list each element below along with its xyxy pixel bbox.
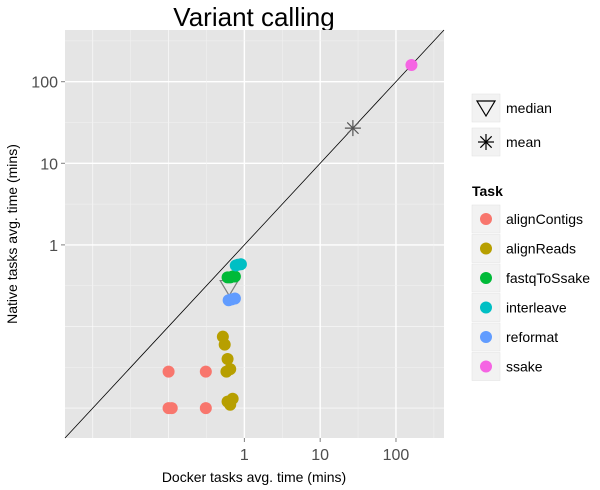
data-point-alignReads (220, 365, 233, 378)
data-point-fastqToSsake (228, 270, 241, 283)
legend-swatch-alignReads (480, 242, 492, 255)
legend-label-interleave: interleave (506, 300, 567, 316)
legend-label-alignContigs: alignContigs (506, 211, 583, 227)
legend-swatch-ssake (480, 360, 492, 373)
x-tick-label: 100 (383, 447, 410, 464)
legend-title: Task (472, 183, 503, 199)
legend-tasks: alignContigs alignReads fastqToSsake interl… (471, 204, 590, 381)
x-axis-title: Docker tasks avg. time (mins) (162, 469, 346, 485)
data-point-alignReads (226, 392, 239, 405)
data-points (162, 59, 418, 415)
legend-swatch-fastqToSsake (480, 272, 492, 284)
legend-label-alignReads: alignReads (506, 241, 576, 257)
legend-label-median: median (506, 100, 552, 116)
mean-marker (344, 120, 361, 137)
legend-summary: median mean (471, 93, 552, 157)
grid (65, 30, 444, 438)
y-tick-label: 10 (40, 156, 58, 173)
data-point-alignReads (218, 338, 231, 351)
y-tick-label: 100 (31, 75, 58, 92)
reference-line (64, 29, 445, 439)
x-tick-label: 1 (240, 447, 249, 464)
axis-ticks: 1 10 100 1 10 100 (31, 75, 409, 464)
legend-label-ssake: ssake (506, 359, 543, 375)
data-point-alignContigs (165, 402, 178, 415)
legend-key-median (471, 93, 501, 123)
data-point-alignContigs (199, 402, 212, 415)
legend-label-fastqToSsake: fastqToSsake (506, 270, 590, 286)
data-point-alignContigs (199, 365, 212, 378)
x-tick-label: 10 (311, 447, 329, 464)
legend-key-fastqToSsake (471, 263, 501, 293)
legend-label-reformat: reformat (506, 329, 558, 345)
asterisk-icon (478, 134, 494, 150)
y-tick-label: 1 (49, 238, 58, 255)
data-point-interleave (234, 258, 247, 271)
legend-label-mean: mean (506, 134, 541, 150)
data-point-alignContigs (162, 365, 175, 378)
legend-swatch-interleave (480, 301, 492, 314)
data-point-ssake (405, 59, 418, 72)
triangle-down-icon (475, 100, 497, 118)
data-point-alignReads (221, 352, 234, 365)
legend-swatch-reformat (480, 331, 492, 343)
chart-title: Variant calling (173, 2, 334, 32)
y-axis-title: Native tasks avg. time (mins) (4, 144, 20, 324)
legend-swatch-alignContigs (480, 213, 492, 225)
data-point-reformat (228, 292, 241, 305)
